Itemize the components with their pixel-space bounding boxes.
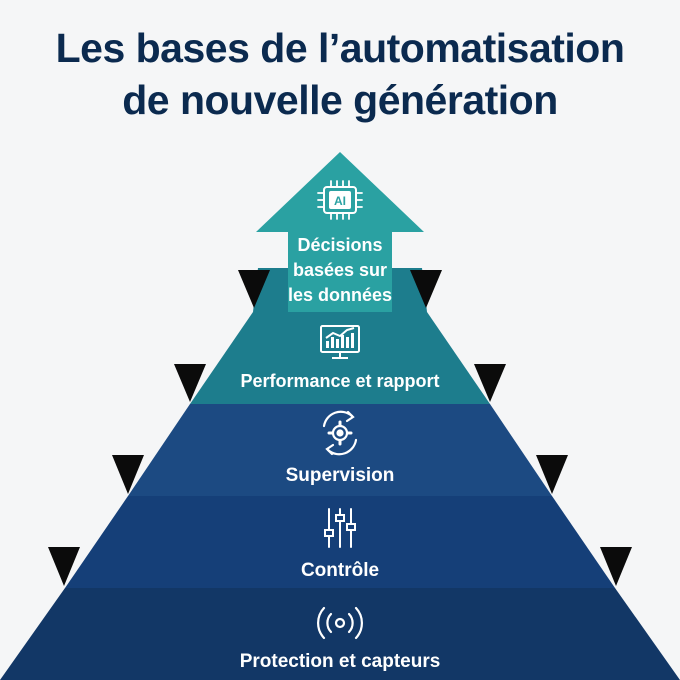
sliders-icon [324, 508, 356, 548]
title-line-2: de nouvelle génération [122, 77, 558, 123]
notch-right-3 [474, 364, 506, 402]
level-label-performance: Performance et rapport [240, 371, 440, 391]
level-supervision-band [128, 404, 552, 496]
notch-right-1 [600, 547, 632, 586]
level-label-protection: Protection et capteurs [239, 651, 441, 672]
level-protection-band [0, 588, 680, 680]
level-label-decisions-line-1: Décisions [297, 235, 383, 255]
notch-left-1 [48, 547, 80, 586]
notch-right-2 [536, 455, 568, 494]
notch-left-3 [174, 364, 206, 402]
ai-chip-label: AI [334, 194, 346, 208]
notches [48, 270, 632, 586]
level-label-supervision: Supervision [285, 465, 395, 486]
gear-cycle-icon [322, 410, 358, 456]
page-title: Les bases de l’automatisation de nouvell… [0, 22, 680, 126]
level-label-controle: Contrôle [300, 560, 380, 581]
level-label-decisions: Décisions basées sur les données [240, 233, 440, 308]
notch-left-4 [238, 270, 270, 308]
notch-right-4 [410, 270, 442, 308]
level-decisions-arrow [256, 152, 424, 312]
ai-chip-icon: AI [317, 180, 363, 220]
notch-left-2 [112, 455, 144, 494]
level-label-decisions-line-2: basées sur [292, 260, 388, 280]
sensor-signal-icon [317, 606, 363, 640]
level-label-decisions-line-3: les données [287, 285, 393, 305]
chart-monitor-icon [320, 325, 360, 359]
title-line-1: Les bases de l’automatisation [55, 25, 625, 71]
